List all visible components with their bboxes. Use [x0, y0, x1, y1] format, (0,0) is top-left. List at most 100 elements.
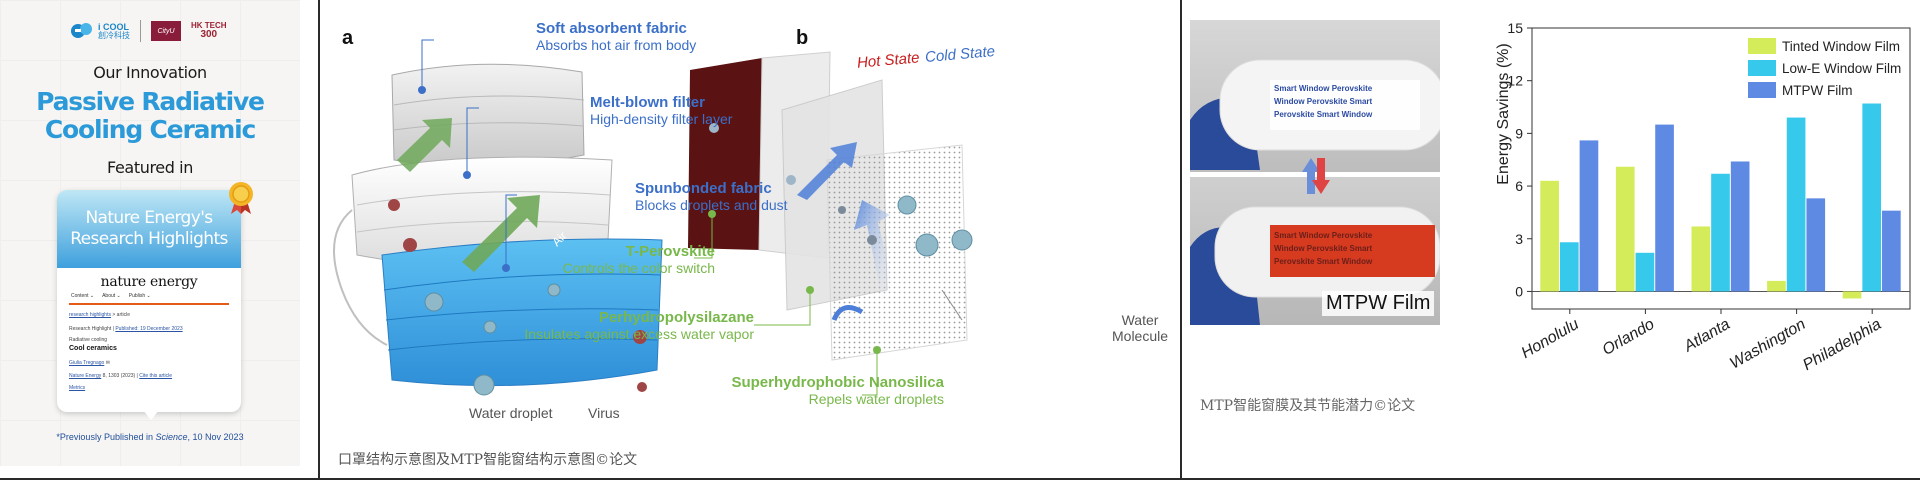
film-hot-line2: Window Perovskite Smart: [1274, 244, 1373, 253]
citation-rest: 8, 1303 (2023): [102, 373, 136, 379]
x-tick-label: Orlando: [1600, 316, 1658, 359]
meta-date[interactable]: Published: 19 December 2023: [115, 326, 183, 332]
journal-card: Nature Energy's Research Highlights natu…: [57, 190, 241, 412]
breadcrumb-current: article: [116, 312, 131, 318]
cite-link[interactable]: Cite this article: [139, 373, 173, 379]
logo-row: i COOL 創冷科技 CityU HK TECH 300: [70, 20, 227, 42]
x-tick-label: Philadelphia: [1800, 316, 1884, 374]
bar-honolulu-1: [1540, 180, 1559, 292]
photo-caption: MTP智能窗膜及其节能潜力©论文: [1200, 398, 1416, 414]
breadcrumb-link[interactable]: research highlights: [69, 312, 111, 318]
card-title-line1: Nature Energy's: [85, 208, 213, 228]
air-arrow-main: [462, 195, 540, 272]
bar-washington-3: [1806, 198, 1826, 292]
bar-atlanta-3: [1730, 161, 1750, 292]
absorbent-desc: Absorbs hot air from body: [536, 37, 697, 53]
water-molecule-label: Water Molecule: [1112, 312, 1168, 344]
panel-letter-b: b: [796, 27, 809, 49]
vapor-droplet-c: [951, 229, 973, 251]
pointer-absorbent: [421, 39, 434, 90]
nav-about[interactable]: About ⌄: [102, 293, 121, 299]
journal-logo: nature energy: [100, 274, 198, 290]
panel-letter-a: a: [342, 27, 354, 49]
structure-diagram: a b Soft absorbent fabric Absorbs hot ai…: [322, 0, 1178, 476]
hktech300-logo: HK TECH 300: [191, 22, 227, 40]
poster-intro: Our Innovation: [93, 63, 207, 82]
water-droplet-label: Water droplet: [469, 405, 553, 421]
bar-philadelphia-3: [1882, 210, 1901, 292]
pointer-meltblown: [466, 107, 479, 175]
y-tick-label: 9: [1515, 125, 1523, 141]
photo-cold-film: Smart Window Perovskite Window Perovskit…: [1190, 20, 1440, 172]
hk-top: HK: [191, 21, 203, 30]
logo-divider: [140, 20, 141, 42]
hk-num: 300: [200, 29, 218, 40]
bar-washington-2: [1786, 117, 1806, 292]
pointer-water-molecule: [941, 289, 963, 321]
author-link[interactable]: Giulia Tregnago: [69, 360, 105, 366]
spunbonded-desc: Blocks droplets and dust: [635, 197, 788, 213]
vapor-molecule-b: [867, 235, 877, 245]
metrics-label: Metrics: [69, 385, 86, 391]
state-switch-arrows-icon: [1302, 158, 1330, 194]
cityu-logo: CityU: [151, 21, 181, 41]
card-header: Nature Energy's Research Highlights: [57, 190, 241, 268]
x-tick-label: Washington: [1727, 316, 1809, 373]
poster-footnote: *Previously Published in Science, 10 Nov…: [0, 432, 300, 442]
award-medal-icon: [229, 182, 253, 214]
repel-arrow: [831, 305, 864, 322]
meltblown-title: Melt-blown filter: [590, 94, 705, 111]
label-absorbent: Soft absorbent fabric Absorbs hot air fr…: [536, 20, 696, 53]
pointer-dot-perovskite: [708, 210, 716, 218]
perovskite-desc: Controls the color switch: [562, 260, 715, 276]
journal-rule: [69, 303, 229, 305]
nav-publish[interactable]: Publish ⌄: [128, 293, 151, 299]
photo-hot-film: Smart Window Perovskite Window Perovskit…: [1190, 177, 1440, 325]
card-body: nature energy Content ⌄ About ⌄ Publish …: [57, 268, 241, 398]
divider-left: [318, 0, 320, 480]
bar-orlando-2: [1635, 252, 1655, 292]
film-hot-line3: Perovskite Smart Window: [1274, 257, 1373, 266]
footnote-journal: Science: [155, 432, 188, 442]
pointer-dot-absorbent: [418, 86, 426, 94]
pointer-dot-phps: [806, 286, 814, 294]
nanosilica-title: Superhydrophobic Nanosilica: [731, 374, 944, 391]
card-title-line2: Research Highlights: [70, 229, 228, 249]
label-meltblown: Melt-blown filter High-density filter la…: [590, 94, 732, 127]
y-tick-label: 15: [1507, 20, 1523, 36]
bar-philadelphia-2: [1862, 103, 1882, 292]
citation-journal[interactable]: Nature Energy: [69, 373, 102, 379]
legend-swatch: [1748, 82, 1776, 98]
photo-hot-artwork: [1190, 206, 1440, 325]
metrics-link[interactable]: Metrics: [69, 384, 229, 392]
x-tick-label: Atlanta: [1680, 316, 1733, 356]
meltblown-desc: High-density filter layer: [590, 111, 733, 127]
y-tick-label: 3: [1515, 231, 1523, 247]
legend-label: Tinted Window Film: [1782, 39, 1900, 54]
pointer-dot-meltblown: [463, 171, 471, 179]
nav-content[interactable]: Content ⌄: [71, 293, 95, 299]
icool-wordmark: i COOL 創冷科技: [98, 21, 130, 40]
bar-honolulu-3: [1579, 140, 1599, 292]
poster-title-line1: Passive Radiative: [36, 87, 265, 116]
article-tag: Radiative cooling: [69, 337, 108, 343]
label-spunbonded: Spunbonded fabric Blocks droplets and du…: [635, 180, 788, 213]
bar-orlando-3: [1655, 124, 1674, 292]
absorbent-title: Soft absorbent fabric: [536, 20, 687, 37]
diagram-artwork: [333, 39, 973, 396]
pointer-nanosilica: [862, 350, 878, 396]
legend-label: MTPW Film: [1782, 83, 1852, 98]
film-cold-text: Smart Window Perovskite Window Perovskit…: [1274, 82, 1372, 121]
divider-bottom: [0, 478, 1920, 480]
mtpw-film-label: MTPW Film: [1322, 291, 1435, 316]
vapor-droplet-a: [897, 195, 917, 215]
legend-swatch: [1748, 60, 1776, 76]
pointer-dot-spunbonded: [502, 264, 510, 272]
icool-brand-cn: 創冷科技: [98, 30, 130, 40]
article-citation: Nature Energy 8, 1303 (2023) | Cite this…: [69, 373, 173, 379]
icool-brand: i COOL: [98, 21, 129, 32]
water-molecule-line2: Molecule: [1112, 328, 1169, 344]
virus-label: Virus: [588, 405, 620, 421]
